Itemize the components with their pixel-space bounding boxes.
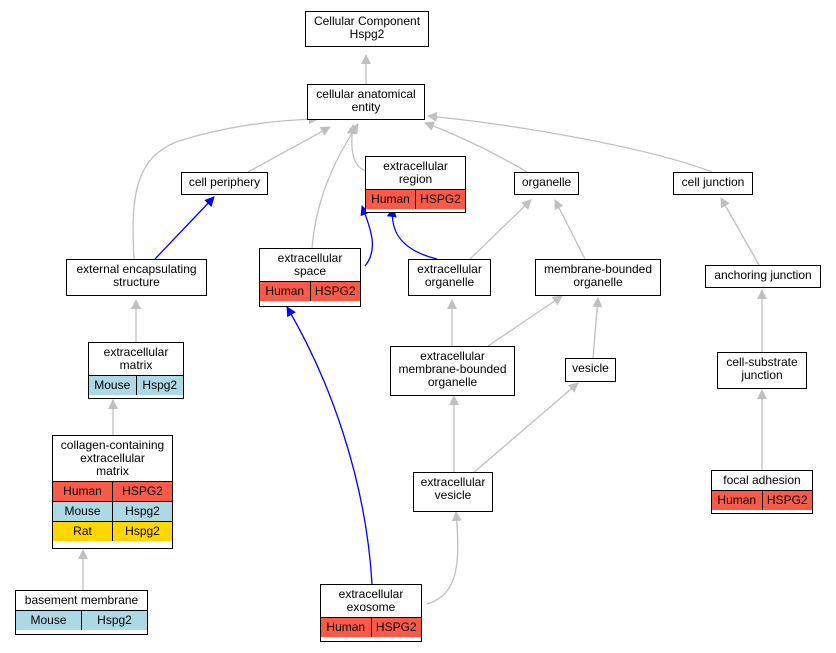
node-label: basement membrane	[24, 593, 139, 607]
species-label: Mouse	[94, 378, 131, 392]
gene-symbol: Hspg2	[81, 611, 147, 630]
node-label: cell periphery	[188, 175, 261, 189]
node-label: focal adhesion	[723, 473, 801, 487]
annotation-row-human: Human HSPG2	[321, 617, 421, 637]
gene-symbol: HSPG2	[761, 491, 813, 510]
node-extracellular-space[interactable]: extracellular space Human HSPG2	[259, 248, 361, 307]
species-label: Human	[63, 484, 102, 498]
edge-mbo-organelle	[554, 199, 586, 260]
gene-symbol: HSPG2	[309, 282, 361, 301]
edge-ecspace-ecregion	[360, 205, 374, 267]
node-label: external encapsulating structure	[76, 262, 197, 289]
node-label: anchoring junction	[714, 268, 812, 282]
node-cellular-anatomical-entity[interactable]: cellular anatomical entity	[307, 84, 425, 120]
edge-ecmbo-mbo	[487, 295, 563, 347]
annotation-row-human: Human HSPG2	[712, 490, 812, 510]
edge-ees-cae	[132, 114, 319, 260]
annotation-row-human: Human HSPG2	[53, 481, 172, 501]
edge-exosome-ecves	[426, 511, 462, 605]
node-label: membrane-bounded organelle	[543, 262, 653, 289]
node-cellular-component-root[interactable]: Cellular Component Hspg2	[305, 11, 429, 47]
node-label: extracellular region	[383, 159, 448, 186]
node-extracellular-exosome[interactable]: extracellular exosome Human HSPG2	[320, 584, 422, 642]
species-label: Mouse	[64, 504, 101, 518]
node-basement-membrane[interactable]: basement membrane Mouse Hspg2	[15, 590, 148, 635]
node-label: cell-substrate junction	[726, 355, 798, 382]
annotation-row-human: Human HSPG2	[366, 189, 465, 209]
species-label: Human	[265, 284, 305, 298]
gene-symbol: HSPG2	[415, 190, 465, 209]
gene-symbol: Hspg2	[135, 376, 184, 395]
node-cell-substrate-junction[interactable]: cell-substrate junction	[717, 352, 807, 389]
node-cell-junction[interactable]: cell junction	[673, 172, 753, 195]
node-label: organelle	[521, 175, 572, 189]
node-label: extracellular vesicle	[420, 475, 486, 502]
node-extracellular-region[interactable]: extracellular region Human HSPG2	[365, 156, 466, 213]
edge-exosome-ecspace	[286, 306, 373, 585]
edge-periphery-cae	[247, 126, 331, 173]
edge-vesicle-mbo	[592, 297, 603, 359]
node-vesicle[interactable]: vesicle	[565, 358, 616, 382]
node-label: collagen-containing extracellular matrix	[60, 438, 165, 478]
annotation-row-human: Human HSPG2	[260, 281, 360, 301]
node-extracellular-matrix[interactable]: extracellular matrix Mouse Hspg2	[88, 342, 184, 399]
gene-symbol: Hspg2	[112, 502, 172, 521]
node-extracellular-membrane-bounded-organelle[interactable]: extracellular membrane-bounded organelle	[390, 346, 515, 396]
node-label: Cellular Component Hspg2	[313, 14, 421, 41]
gene-symbol: HSPG2	[112, 482, 172, 501]
node-label: extracellular space	[277, 251, 343, 278]
edge-organelle-cae	[424, 121, 528, 173]
species-label: Human	[371, 192, 410, 206]
node-label: extracellular matrix	[103, 345, 169, 372]
species-label: Rat	[73, 524, 92, 538]
node-label: vesicle	[572, 361, 609, 375]
node-focal-adhesion[interactable]: focal adhesion Human HSPG2	[711, 470, 813, 514]
node-label: extracellular membrane-bounded organelle	[398, 349, 507, 389]
node-label: extracellular exosome	[338, 587, 404, 614]
species-label: Mouse	[30, 613, 67, 627]
edge-ees-periphery	[154, 196, 215, 260]
node-extracellular-organelle[interactable]: extracellular organelle	[408, 259, 491, 296]
edge-ecves-vesicle	[471, 382, 579, 475]
edge-ecorg-ecregion	[386, 207, 438, 260]
edge-junction-cae	[427, 111, 713, 173]
species-label: Human	[717, 493, 757, 507]
gene-symbol: Hspg2	[112, 522, 172, 541]
node-label: extracellular organelle	[417, 262, 482, 289]
edge-anchoring-junction	[720, 197, 760, 266]
node-external-encapsulating-structure[interactable]: external encapsulating structure	[66, 259, 207, 296]
edge-ecspace-cae	[311, 123, 359, 249]
node-extracellular-vesicle[interactable]: extracellular vesicle	[413, 472, 493, 512]
gene-symbol: HSPG2	[370, 618, 422, 637]
node-organelle[interactable]: organelle	[514, 172, 579, 195]
node-label: cellular anatomical entity	[316, 87, 416, 114]
node-cell-periphery[interactable]: cell periphery	[181, 172, 268, 195]
node-label: cell junction	[681, 175, 745, 189]
edge-ecorg-organelle	[469, 199, 532, 260]
node-anchoring-junction[interactable]: anchoring junction	[705, 265, 821, 288]
node-collagen-containing-extracellular-matrix[interactable]: collagen-containing extracellular matrix…	[52, 435, 173, 549]
node-membrane-bounded-organelle[interactable]: membrane-bounded organelle	[535, 259, 661, 296]
annotation-row-mouse: Mouse Hspg2	[53, 501, 172, 521]
annotation-row-mouse: Mouse Hspg2	[89, 375, 183, 395]
species-label: Human	[326, 620, 366, 634]
annotation-row-rat: Rat Hspg2	[53, 521, 172, 541]
annotation-row-mouse: Mouse Hspg2	[16, 610, 147, 630]
